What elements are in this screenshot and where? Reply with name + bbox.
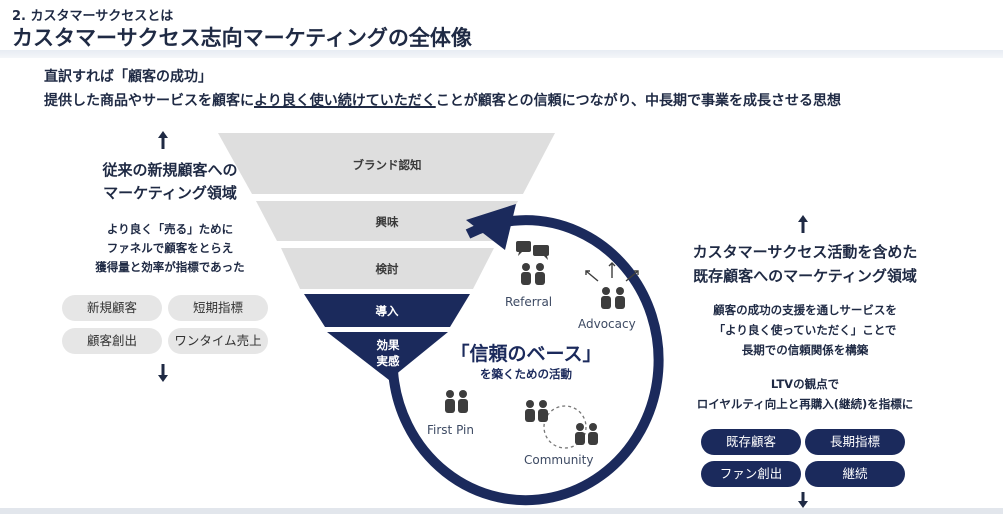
- arrow-down-icon: [157, 363, 169, 387]
- right-desc-5: ロイヤルティ向上と再購入(継続)を指標に: [696, 397, 914, 411]
- tag-one-time-sales: ワンタイム売上: [168, 328, 268, 354]
- funnel-label-consider: 検討: [375, 262, 399, 276]
- referral-people-icon: [521, 263, 545, 285]
- arrow-up-icon: [797, 214, 809, 238]
- page-title: カスタマーサクセス志向マーケティングの全体像: [12, 26, 472, 50]
- funnel-label-effect: 効果 実感: [350, 337, 426, 369]
- funnel-band-interest: [256, 201, 518, 241]
- label-first-pin: First Pin: [427, 423, 474, 437]
- left-title-1: 従来の新規顧客への: [102, 161, 238, 179]
- funnel-band-consider: [281, 248, 494, 289]
- funnel-label-effect-1: 効果: [376, 338, 400, 352]
- tag-new-customer: 新規顧客: [62, 295, 162, 321]
- right-desc-2: 「より良く使っていただく」ことで: [713, 323, 897, 337]
- chat-bubble-icon: [516, 241, 549, 260]
- advocacy-people-icon: [601, 287, 625, 309]
- label-referral: Referral: [505, 295, 553, 309]
- funnel-band-brand: [218, 133, 555, 194]
- header-divider: [0, 50, 1003, 58]
- tag-short-term: 短期指標: [168, 295, 268, 321]
- loop-arrowhead: [466, 204, 516, 250]
- right-desc-4: LTVの観点で: [770, 377, 840, 391]
- left-desc-2: ファネルで顧客をとらえ: [106, 241, 234, 255]
- label-community: Community: [524, 453, 594, 467]
- funnel-band-adopt: [304, 294, 470, 327]
- definition-underlined: より良く使い続けていただく: [254, 93, 436, 109]
- definition-line-1: 直訳すれば「顧客の成功」: [44, 69, 212, 85]
- funnel-label-effect-2: 実感: [376, 354, 400, 368]
- right-title-1: カスタマーサクセス活動を含めた: [692, 243, 918, 261]
- funnel-label-interest: 興味: [375, 215, 399, 229]
- community-people-icon-a: [525, 400, 548, 422]
- loop-arc: [388, 215, 664, 506]
- right-desc-1: 顧客の成功の支援を通しサービスを: [713, 303, 897, 317]
- left-title-2: マーケティング領域: [103, 184, 237, 202]
- trust-base-title: 「信頼のベース」: [450, 343, 602, 365]
- community-people-icon-b: [575, 423, 598, 445]
- arrow-up-icon: [157, 130, 169, 154]
- trust-base-subtitle: を築くための活動: [480, 367, 572, 381]
- tag-existing-customer: 既存顧客: [701, 429, 801, 455]
- section-label: 2. カスタマーサクセスとは: [12, 9, 174, 24]
- left-desc-1: より良く「売る」ために: [106, 222, 234, 236]
- funnel-label-brand: ブランド認知: [352, 158, 422, 172]
- first-pin-people-icon: [445, 390, 468, 413]
- tag-customer-creation: 顧客創出: [62, 328, 162, 354]
- label-advocacy: Advocacy: [578, 317, 636, 331]
- arrow-down-icon: [797, 491, 809, 513]
- tag-continuation: 継続: [805, 461, 905, 487]
- right-desc-3: 長期での信頼関係を構築: [741, 343, 869, 357]
- right-title-2: 既存顧客へのマーケティング領域: [693, 267, 917, 285]
- community-ring: [543, 405, 587, 449]
- footer-bar: [0, 508, 1003, 514]
- funnel-band-effect: [327, 332, 448, 380]
- tag-long-term: 長期指標: [805, 429, 905, 455]
- funnel-label-adopt: 導入: [375, 304, 399, 318]
- definition-text-a: 提供した商品やサービスを顧客に: [44, 93, 254, 109]
- definition-line-2: 提供した商品やサービスを顧客により良く使い続けていただくことが顧客との信頼につな…: [44, 90, 841, 110]
- left-desc-3: 獲得量と効率が指標であった: [95, 260, 245, 274]
- definition-text-b: ことが顧客との信頼につながり、中長期で事業を成長させる思想: [435, 93, 842, 109]
- advocacy-spread-icon: [585, 262, 639, 282]
- tag-fan-creation: ファン創出: [701, 461, 801, 487]
